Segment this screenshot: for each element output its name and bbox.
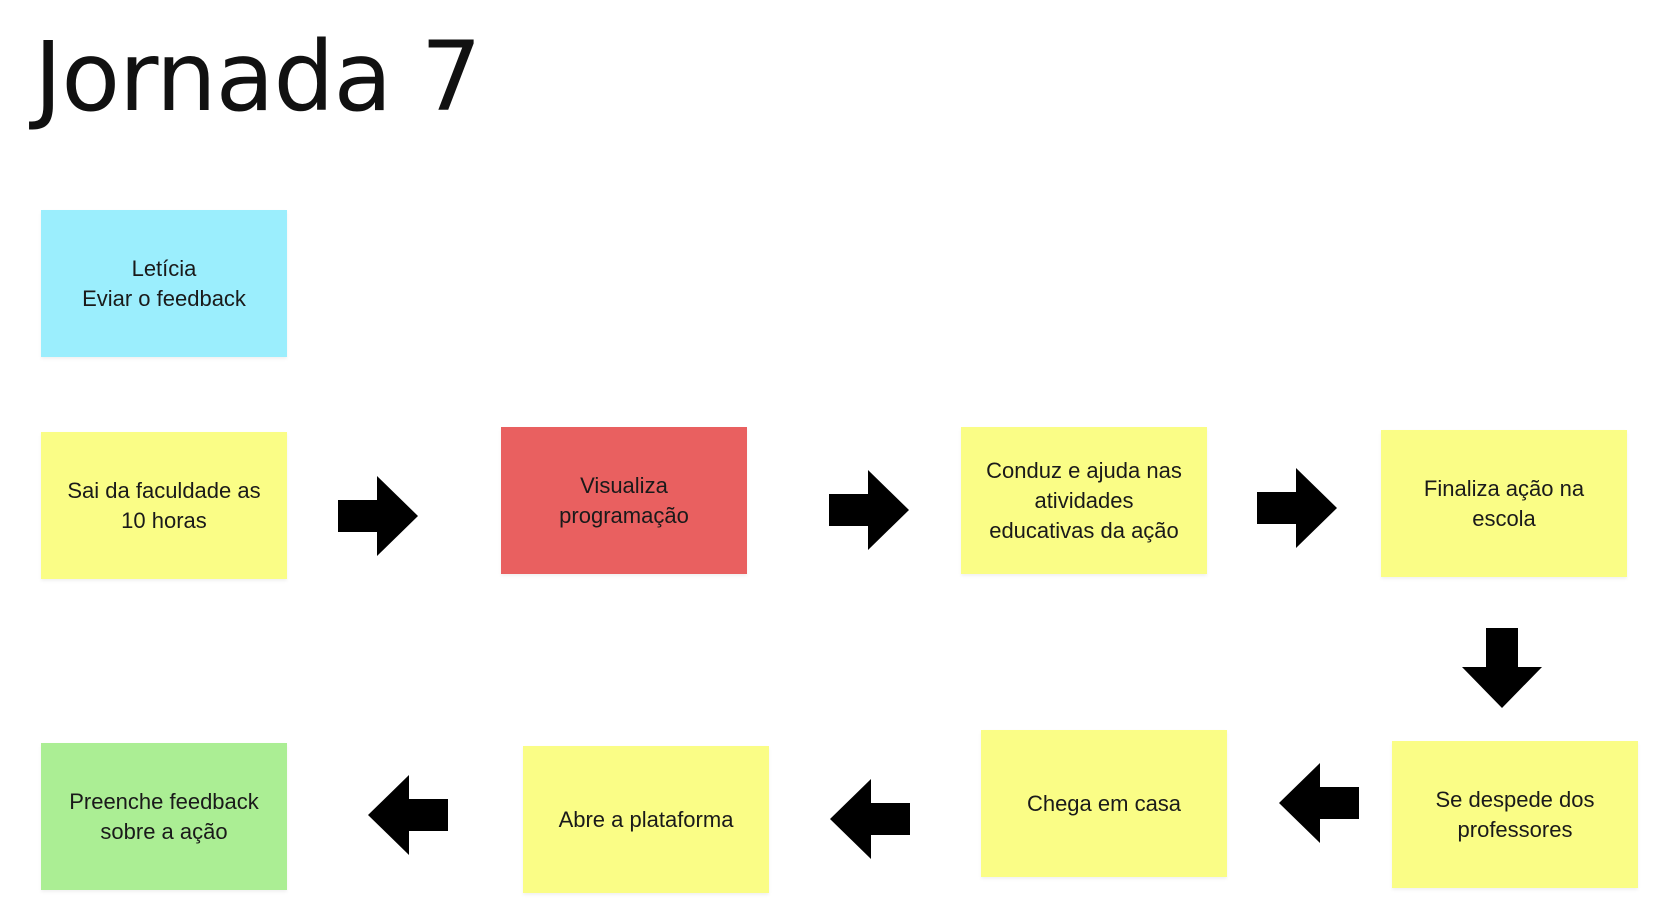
step-note-5[interactable]: Se despede dos professores: [1392, 741, 1638, 888]
persona-note[interactable]: Letícia Eviar o feedback: [41, 210, 287, 357]
step-note-6[interactable]: Chega em casa: [981, 730, 1227, 877]
page-title: Jornada 7: [34, 21, 482, 133]
arrow-right-icon: [337, 475, 419, 557]
arrow-left-icon: [1278, 762, 1360, 844]
arrow-left-icon: [829, 778, 911, 860]
arrow-left-icon: [367, 774, 449, 856]
arrow-down-icon: [1461, 627, 1543, 709]
step-note-7[interactable]: Abre a plataforma: [523, 746, 769, 893]
arrow-right-icon: [828, 469, 910, 551]
step-note-8[interactable]: Preenche feedback sobre a ação: [41, 743, 287, 890]
step-note-2[interactable]: Visualiza programação: [501, 427, 747, 574]
arrow-right-icon: [1256, 467, 1338, 549]
step-note-1[interactable]: Sai da faculdade as 10 horas: [41, 432, 287, 579]
step-note-3[interactable]: Conduz e ajuda nas atividades educativas…: [961, 427, 1207, 574]
step-note-4[interactable]: Finaliza ação na escola: [1381, 430, 1627, 577]
